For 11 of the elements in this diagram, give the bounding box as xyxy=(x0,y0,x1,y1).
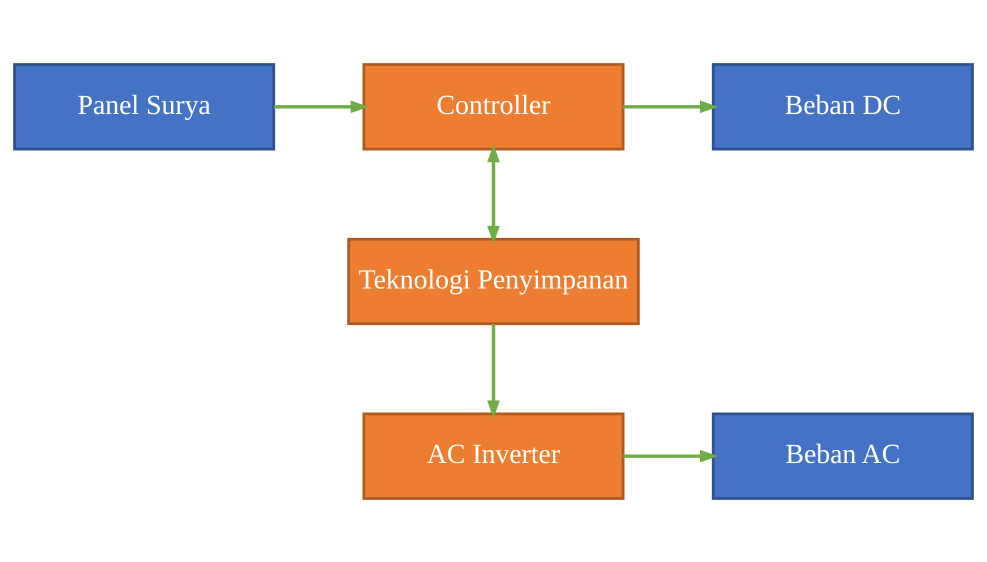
arrow xyxy=(487,324,500,418)
arrow xyxy=(487,144,500,244)
arrow xyxy=(274,100,369,113)
node-box: Teknologi Penyimpanan xyxy=(347,237,640,325)
arrow xyxy=(623,449,718,462)
node-box: AC Inverter xyxy=(362,412,624,500)
node-box: Controller xyxy=(362,62,624,150)
arrow xyxy=(623,100,718,113)
node-box: Panel Surya xyxy=(13,62,276,150)
node-box: Beban DC xyxy=(712,62,974,150)
node-box: Beban AC xyxy=(712,412,974,500)
